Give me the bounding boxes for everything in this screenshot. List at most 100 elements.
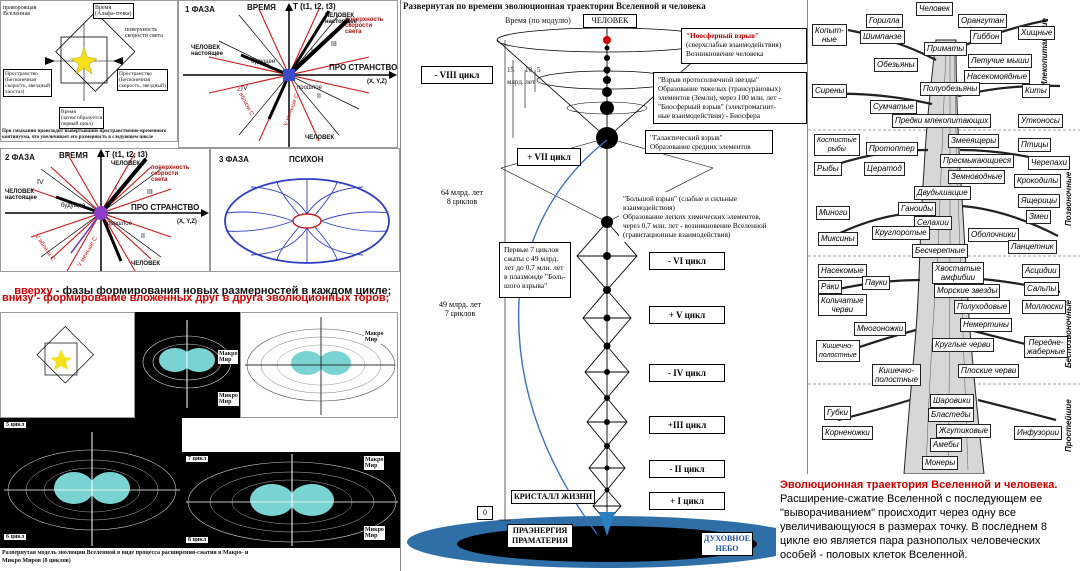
tree-label-fish: Рыбы	[814, 162, 842, 176]
tree-label-flatworms: Плоские черви	[958, 364, 1020, 378]
tree-label-flagellates: Жгутиковые	[936, 424, 992, 438]
bottom-right-text: Эволюционная траектория Вселенной и чело…	[780, 478, 1076, 562]
label-vselennaya: правороящая Вселенная	[3, 5, 37, 17]
tree-label-acrania: Бесчерепные	[912, 244, 968, 258]
tree-label-prosimians: Полуобезьяны	[920, 82, 981, 96]
torus-1	[142, 320, 232, 408]
bigbang-annotation: "Большой взрыв" (слабые и сильные взаимо…	[619, 192, 807, 242]
tree-label-bats: Летучие мыши	[968, 54, 1033, 68]
tree-label-primates: Приматы	[924, 42, 968, 56]
phase1-light: поверхность скорости света	[345, 17, 384, 35]
center-panel: Развернутая по времени эволюционная трае…	[400, 0, 808, 571]
tori-star-diagram	[36, 325, 95, 384]
phase3-panel: 3 ФАЗА ПСИХОН	[210, 148, 400, 272]
years49-annotation: 49 млрд. лет 7 циклов	[427, 298, 493, 322]
label-vremya-alfa: Время (Альфа-точка)	[93, 3, 134, 19]
phase2-label: 2 ФАЗА	[5, 153, 35, 162]
cycle6-label: 6 цикл	[4, 534, 27, 540]
phase1-roman-4: IV	[241, 85, 248, 92]
galactic-annotation: "Галактический взрыв" Образование средни…	[645, 130, 773, 154]
tree-label-monera: Монеры	[922, 456, 959, 470]
phase3-psychon: ПСИХОН	[289, 155, 324, 164]
tree-label-orangutan: Орангутан	[958, 14, 1007, 28]
tree-label-rhizopods: Корненожки	[822, 426, 873, 440]
cycle7-label: 7 цикл	[186, 456, 209, 462]
crystal-of-life: КРИСТАЛЛ ЖИЗНИ	[511, 490, 595, 504]
phase1-space: ПРО СТРАНСТВО	[329, 63, 398, 72]
phase2-person-bottom: ЧЕЛОВЕК	[131, 261, 161, 267]
phase1-person-left: ЧЕЛОВЕК настоящее	[191, 45, 223, 57]
top-left-caption: При смыкании происходит вывертывание про…	[2, 129, 167, 140]
cycle-iii: +III цикл	[649, 416, 725, 434]
micro-1: Микро Мир	[218, 392, 239, 406]
tree-label-gorilla: Горилла	[866, 14, 903, 28]
tree-label-spiders: Пауки	[862, 276, 891, 290]
tree-label-salps: Сальпы	[1024, 282, 1060, 296]
phase1-time-axis: T (t1, t2, t3)	[293, 2, 336, 11]
years5: 5	[537, 66, 541, 74]
tree-label-sirens: Сирены	[812, 84, 848, 98]
bottom-right-caption: Эволюционная траектория Вселенной и чело…	[776, 474, 1080, 571]
phase2-light: поверхность скорости света	[151, 165, 190, 183]
tree-label-gibbon: Гиббон	[970, 30, 1003, 44]
tree-label-protopter: Протоптер	[866, 142, 918, 156]
tree-label-bony-fish: Костистые рыбы	[814, 134, 860, 156]
tree-label-snakes: Змеи	[1026, 210, 1052, 224]
tree-label-crocodiles: Крокодилы	[1014, 174, 1062, 188]
phase2-person-left: ЧЕЛОВЕК настоящее	[5, 189, 37, 201]
tree-label-hagfish: Миксины	[818, 232, 858, 246]
cycle-vii: + VII цикл	[517, 148, 581, 166]
phase1-panel: 1 ФАЗА ВРЕМЯ T (t1, t2, t3) ЧЕЛОВЕК наст…	[178, 0, 398, 148]
torus-panel-2	[240, 312, 398, 418]
noosphere-rest: (сверхслабые взаимодействия) Возникновен…	[686, 40, 782, 58]
phase2-roman-4: IV	[37, 179, 44, 186]
tree-label-amphibians: Земноводные	[948, 170, 1006, 184]
phase1-past: прошлое	[297, 85, 322, 91]
tree-label-ungulates: Копыт- ные	[812, 24, 847, 46]
tree-label-mammal-ancestors: Предки млекопитающих	[892, 114, 992, 128]
tree-label-lancelet: Ланцетник	[1008, 240, 1057, 254]
mlrd-label: млрд. лет	[507, 78, 536, 86]
tree-label-crayfish: Раки	[818, 280, 843, 294]
star-diagram	[45, 11, 136, 101]
years64-annotation: 64 млрд. лет 8 циклов	[429, 186, 495, 210]
tree-label-ganoids: Ганоиды	[898, 202, 937, 216]
phase1-future: будущее	[251, 59, 276, 65]
tree-label-starfish: Морские звезды	[934, 284, 1001, 298]
human-box: ЧЕЛОВЕК	[583, 14, 637, 28]
tree-label-chimp: Шимпанзе	[860, 30, 905, 44]
cycle5-label: 5 цикл	[4, 422, 27, 428]
cycle-viii: - VIII цикл	[421, 66, 493, 84]
caption-line2: внизу - формирование вложенных друг в др…	[2, 292, 390, 304]
tree-label-ceratodus: Цератод	[864, 162, 905, 176]
phase2-future: будущее	[61, 203, 86, 209]
tree-label-mollusks: Моллюски	[1022, 300, 1067, 314]
noosphere-red: "Ноосферный взрыв"	[686, 31, 760, 40]
micro-2: Микро Мир	[364, 526, 385, 540]
tree-label-carnivores: Хищные	[1018, 26, 1056, 40]
caption-top-red: вверху	[14, 285, 53, 297]
noosphere-annotation: "Ноосферный взрыв" (сверхслабые взаимоде…	[681, 28, 807, 64]
proto-solar-annotation: "Взрыв протосолнечной звезды" Образовани…	[653, 72, 807, 124]
tori-caption: Развернутая модель эволюции Вселенной в …	[2, 550, 249, 564]
tree-label-roundworms: Круглые черви	[932, 338, 994, 352]
torus-cycle5	[4, 432, 180, 546]
macro-3: Макро Мир	[364, 330, 385, 344]
tree-label-coelenterates-1: Кишечно- полостные	[816, 340, 860, 362]
spirit-sky-box: ДУХОВНОЕ НЕБО	[701, 532, 753, 556]
phase1-person-bottom: ЧЕЛОВЕК	[305, 135, 335, 141]
tree-label-blastea: Бластеды	[928, 408, 974, 422]
phase1-label: 1 ФАЗА	[185, 5, 215, 14]
torus-panel-cycle7	[182, 452, 400, 548]
cycle8-label: 8 цикл	[186, 537, 209, 543]
tree-label-monkeys: Обезьяны	[874, 58, 918, 72]
tree-label-human: Человек	[916, 2, 953, 16]
tree-label-lampreys: Миноги	[816, 206, 851, 220]
cycle-vi: - VI цикл	[649, 252, 725, 270]
bottom-right-title: Эволюционная траектория Вселенной и чело…	[780, 479, 1058, 491]
cycle-i: + I цикл	[649, 492, 725, 510]
phase2-space: ПРО СТРАНСТВО	[131, 203, 200, 212]
center-time-label: Время (по модулю)	[505, 16, 571, 25]
phase3-label: 3 ФАЗА	[219, 155, 249, 164]
phase1-person-top: ЧЕЛОВЕК настоящее	[325, 13, 357, 25]
